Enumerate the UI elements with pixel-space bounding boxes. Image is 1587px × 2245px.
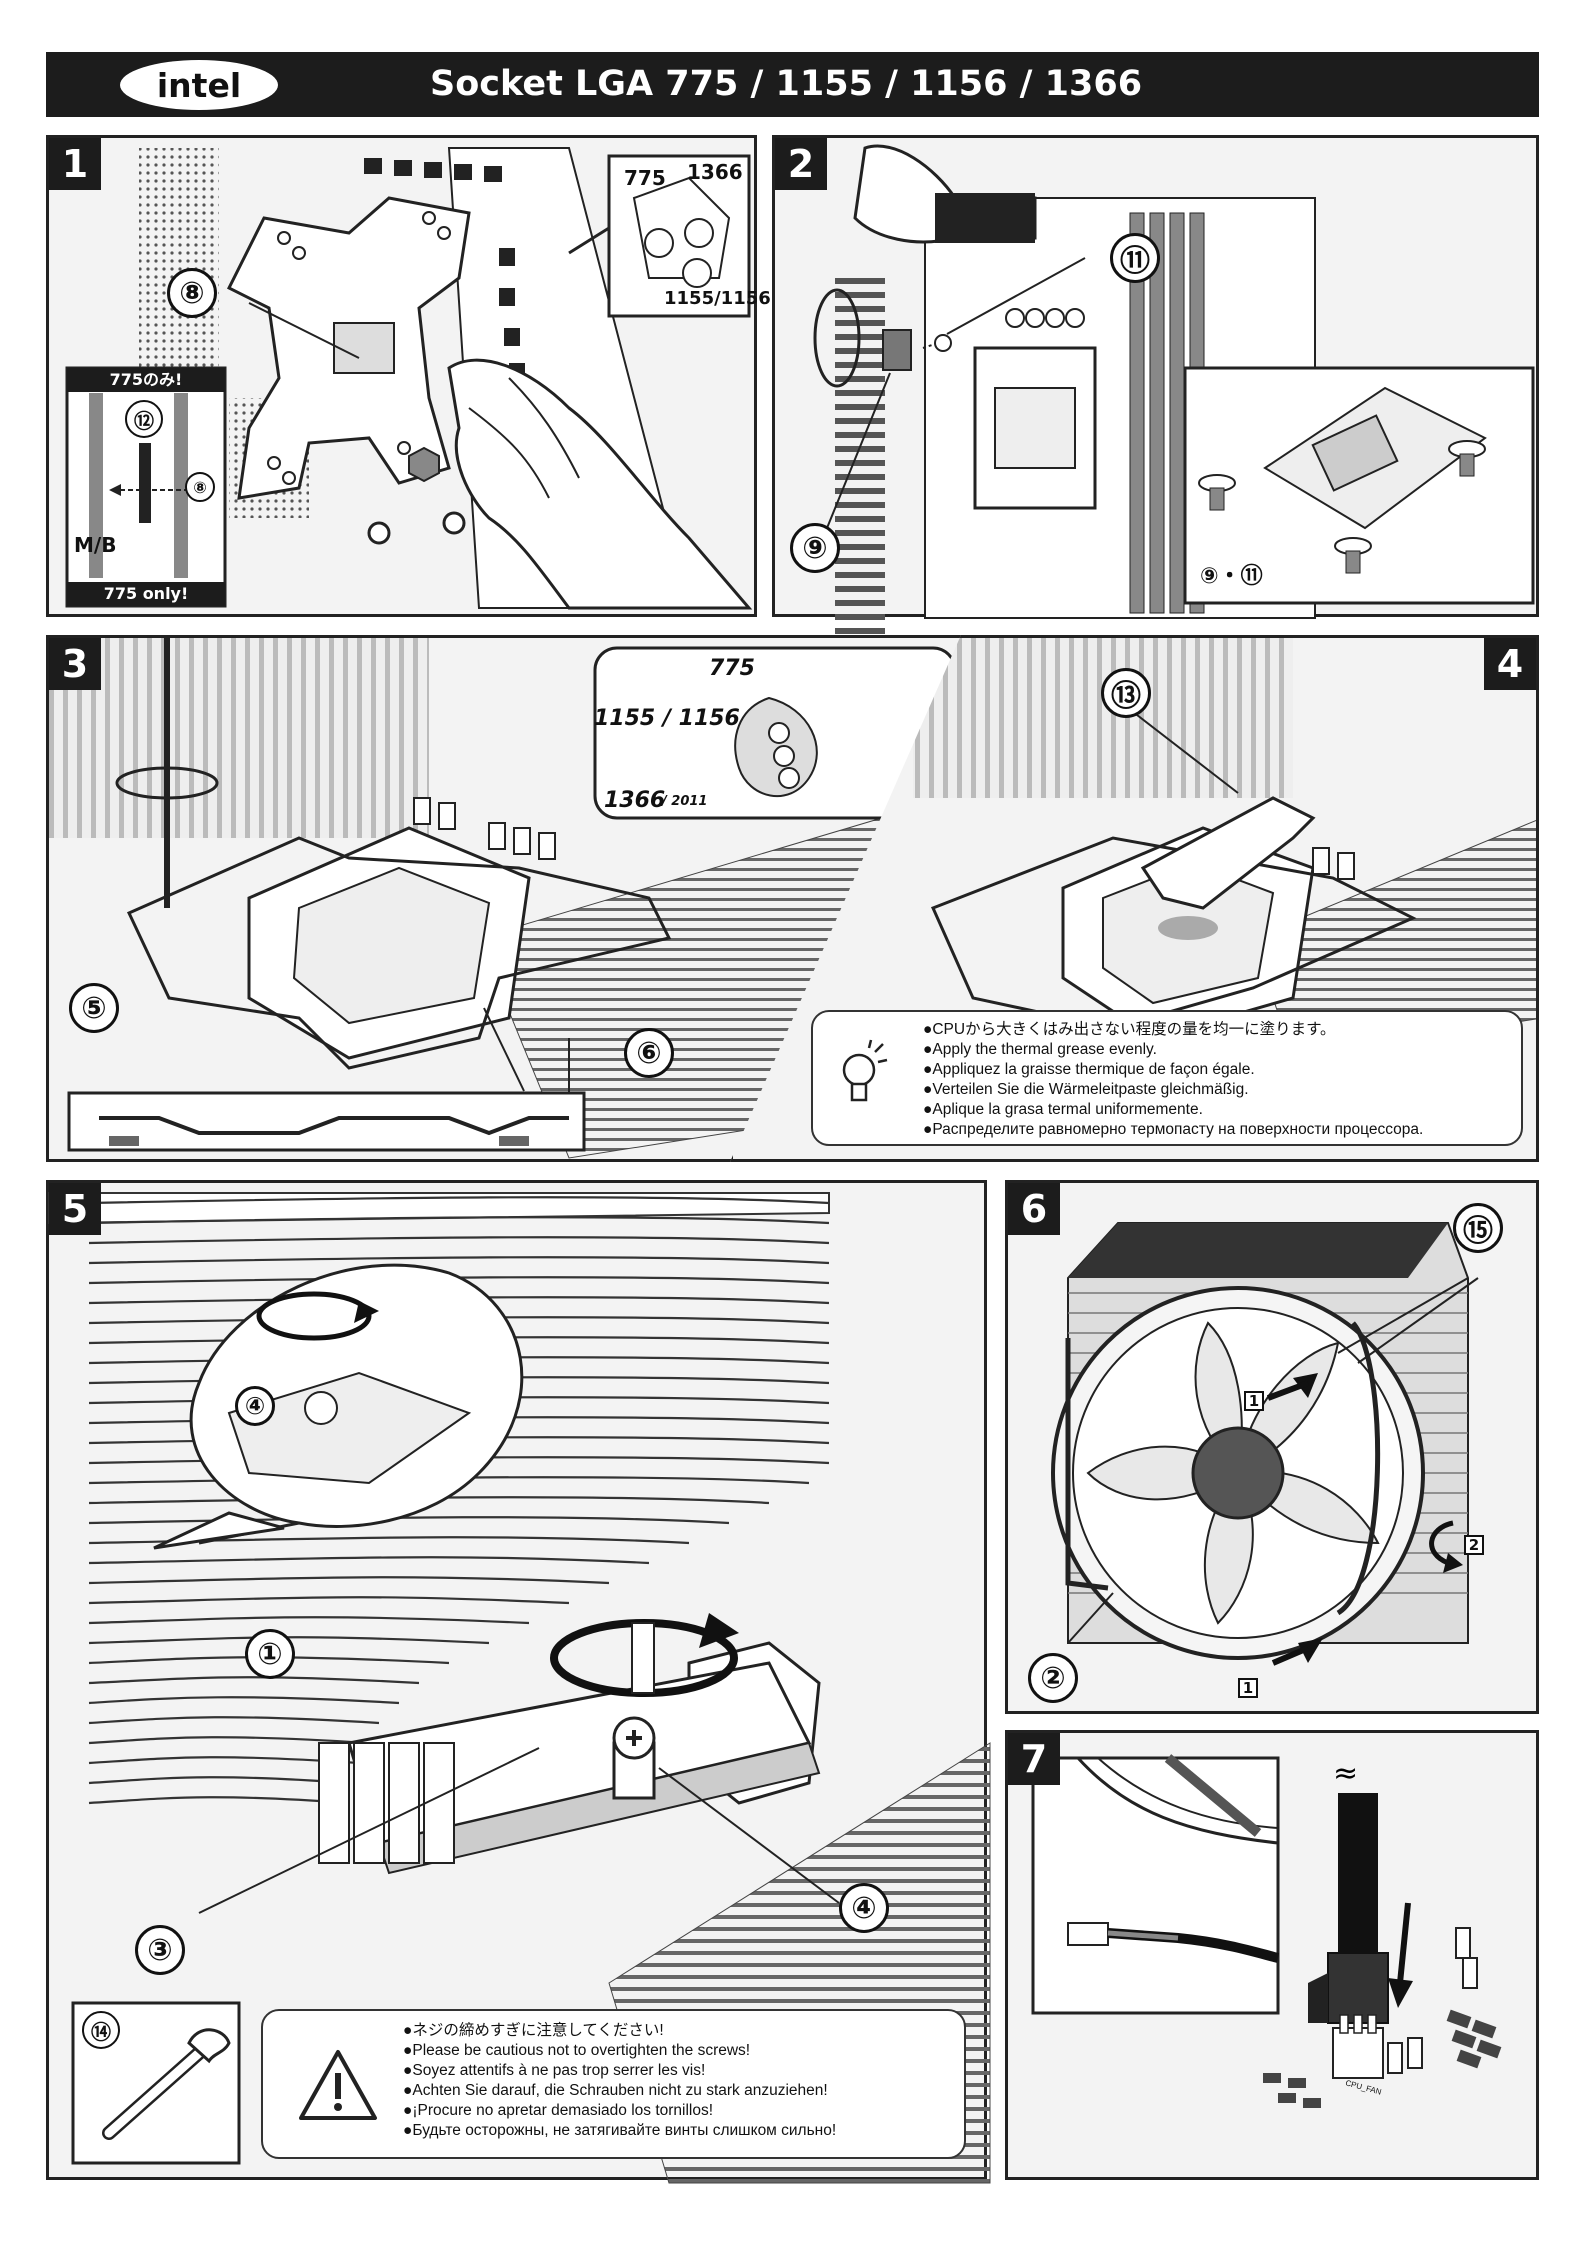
inset-mb-label: M/B xyxy=(74,533,117,557)
callout-775-s3: 775 xyxy=(709,656,755,681)
step5-illustration xyxy=(48,1192,991,2184)
panel-step-1: 1 ⑧ 775 1366 1155/1156 775のみ! ⑫ ⑧ M/B 77… xyxy=(46,135,771,617)
callout-1366-s3: 1366 xyxy=(604,788,666,813)
callout-775: 775 xyxy=(624,166,666,190)
part-4-label-a: ④ xyxy=(235,1386,275,1426)
step4-illustration xyxy=(913,638,1536,1059)
warning-line-de: ●Achten Sie darauf, die Schrauben nicht … xyxy=(403,2082,828,2099)
step1-illustration xyxy=(65,147,753,610)
part-1-label: ① xyxy=(245,1629,295,1679)
header-bar xyxy=(46,52,1539,117)
warning-line-jp: ●ネジの締めすぎに注意してください! xyxy=(403,2022,664,2039)
warning-line-ru: ●Будьте осторожны, не затягивайте винты … xyxy=(403,2122,837,2139)
svg-text:≈: ≈ xyxy=(1333,1756,1358,1791)
callout-2011-s3: / 2011 xyxy=(662,794,708,809)
part-15-label: ⑮ xyxy=(1453,1203,1503,1253)
intel-logo: intel xyxy=(120,60,278,110)
thermal-grease-instructions: ●CPUから大きくはみ出さない程度の量を均一に塗ります。 ●Apply the … xyxy=(923,1020,1423,1140)
note-line-jp: ●CPUから大きくはみ出さない程度の量を均一に塗ります。 xyxy=(923,1021,1336,1038)
step6-marker-2: 2 xyxy=(1464,1535,1484,1555)
warning-line-fr: ●Soyez attentifs à ne pas trop serrer le… xyxy=(403,2062,706,2079)
panel-step-5: 5 ① ③ ④ ④ ⑭ ●ネジの締めすぎに注意してください! ●Please b… xyxy=(46,1180,991,2184)
part-12-label: ⑫ xyxy=(125,400,163,438)
part-5-label: ⑤ xyxy=(69,983,119,1033)
panel-step-4: 4 ⑬ ●CPUから大きくはみ出さない程度の量を均一に塗ります。 ●Apply … xyxy=(730,635,1539,1162)
part-13-label: ⑬ xyxy=(1101,668,1151,718)
warning-icon xyxy=(298,2049,378,2121)
step7-illustration: ≈ xyxy=(1031,1754,1502,2108)
step-number-6: 6 xyxy=(1008,1183,1060,1235)
step-number-3: 3 xyxy=(49,638,101,690)
lightbulb-icon xyxy=(841,1039,888,1120)
panel-step-2: 2 ⑪ ⑨ ⑨・⑪ xyxy=(772,135,1539,638)
callout-1155-1156: 1155/1156 xyxy=(664,288,771,309)
callout-1366: 1366 xyxy=(687,160,743,184)
overtighten-instructions: ●ネジの締めすぎに注意してください! ●Please be cautious n… xyxy=(403,2021,836,2141)
part-11-label: ⑪ xyxy=(1110,233,1160,283)
part-9-label: ⑨ xyxy=(790,523,840,573)
step-number-7: 7 xyxy=(1008,1733,1060,1785)
step6-marker-1a: 1 xyxy=(1244,1391,1264,1411)
note-line-ru: ●Распределите равномерно термопасту на п… xyxy=(923,1121,1424,1138)
step-number-5: 5 xyxy=(49,1183,101,1235)
part-3-label: ③ xyxy=(135,1925,185,1975)
note-line-de: ●Verteilen Sie die Wärmeleitpaste gleich… xyxy=(923,1081,1249,1098)
part-14-label: ⑭ xyxy=(82,2011,120,2049)
overtighten-warning: ●ネジの締めすぎに注意してください! ●Please be cautious n… xyxy=(261,2009,966,2159)
part-2-label: ② xyxy=(1028,1653,1078,1703)
part-8-label: ⑧ xyxy=(167,268,217,318)
callout-1155-1156-s3: 1155 / 1156 xyxy=(594,706,740,731)
inset-part-8-label: ⑧ xyxy=(185,472,215,502)
inset-9-11-label: ⑨・⑪ xyxy=(1200,564,1263,589)
inset-775-only-en: 775 only! xyxy=(67,582,225,606)
step2-illustration xyxy=(813,144,1535,638)
part-6-label: ⑥ xyxy=(624,1028,674,1078)
note-line-es: ●Aplique la grasa termal uniformemente. xyxy=(923,1101,1203,1118)
panel-step-6: 6 ⑮ ② 1 1 2 xyxy=(1005,1180,1539,1714)
step-number-1: 1 xyxy=(49,138,101,190)
panel-step-7: ≈ 7 CPU_FAN xyxy=(1005,1730,1539,2180)
warning-line-en: ●Please be cautious not to overtighten t… xyxy=(403,2042,751,2059)
part-4-label-b: ④ xyxy=(839,1883,889,1933)
step6-illustration xyxy=(1051,1222,1479,1666)
warning-line-es: ●¡Procure no apretar demasiado los torni… xyxy=(403,2102,714,2119)
page-title: Socket LGA 775 / 1155 / 1156 / 1366 xyxy=(430,64,1143,104)
step-number-4: 4 xyxy=(1484,638,1536,690)
step6-marker-1b: 1 xyxy=(1238,1678,1258,1698)
note-line-en: ●Apply the thermal grease evenly. xyxy=(923,1041,1157,1058)
thermal-grease-note: ●CPUから大きくはみ出さない程度の量を均一に塗ります。 ●Apply the … xyxy=(811,1010,1523,1146)
inset-775-only-jp: 775のみ! xyxy=(67,368,225,392)
step-number-2: 2 xyxy=(775,138,827,190)
note-line-fr: ●Appliquez la graisse thermique de façon… xyxy=(923,1061,1255,1078)
